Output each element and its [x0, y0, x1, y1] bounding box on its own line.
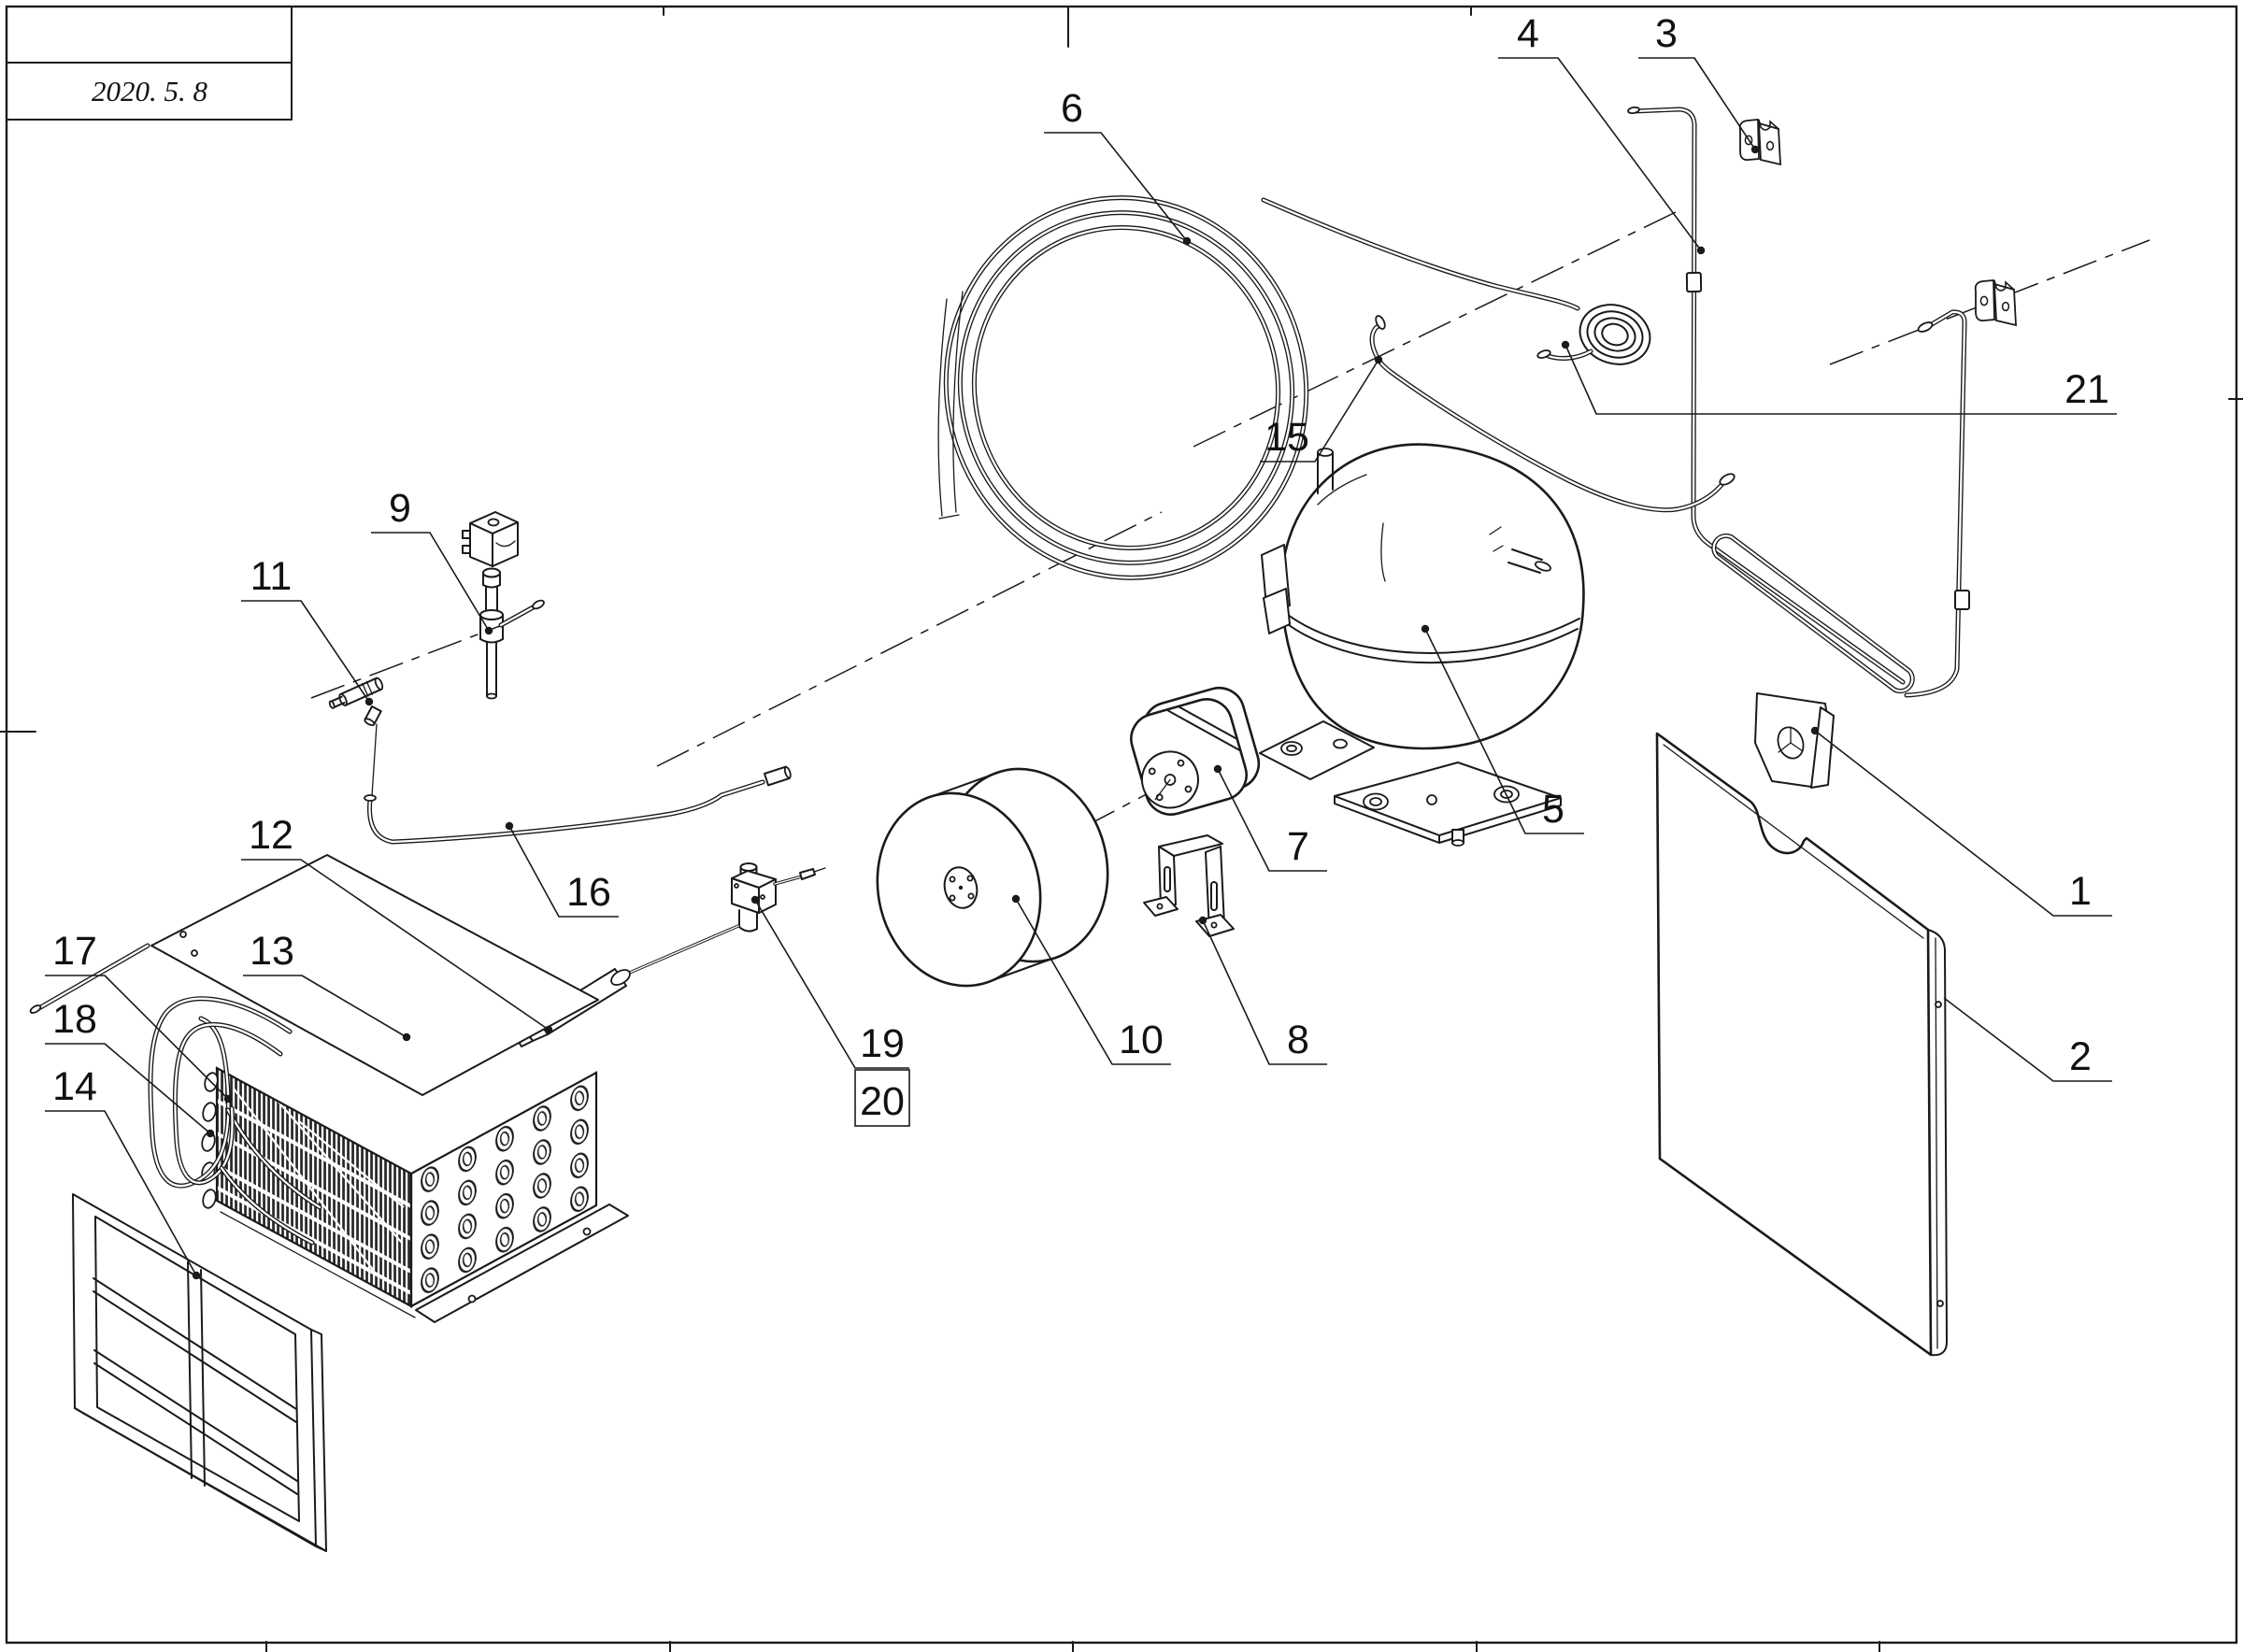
callout-15: 15: [1260, 355, 1383, 463]
part-condenser: [150, 854, 629, 1323]
callout-16: 16: [505, 821, 619, 918]
callout-2: 2: [1943, 997, 2112, 1082]
part-suction-tube: [1372, 315, 1736, 510]
svg-text:9: 9: [389, 486, 411, 531]
svg-text:18: 18: [52, 997, 97, 1042]
callout-3: 3: [1638, 11, 1760, 154]
callout-11: 11: [241, 554, 374, 706]
part-condenser-inlet-tube: [29, 946, 320, 1207]
svg-text:15: 15: [1264, 415, 1309, 460]
tube-joint-sleeve: [1954, 590, 1970, 610]
svg-text:21: 21: [2064, 367, 2109, 412]
tube-joint-sleeve: [1685, 271, 1703, 293]
condenser-top-plate: [150, 854, 599, 1096]
callout-9: 9: [371, 486, 493, 635]
svg-text:17: 17: [52, 929, 97, 974]
svg-text:6: 6: [1061, 86, 1083, 131]
svg-text:4: 4: [1517, 11, 1539, 56]
svg-text:20: 20: [860, 1079, 905, 1124]
callout-8: 8: [1198, 916, 1327, 1065]
part-fan-blade: [876, 767, 1109, 988]
part-tube-frame: [1627, 106, 1970, 695]
svg-text:14: 14: [52, 1064, 97, 1109]
compressor-shell: [1279, 443, 1585, 750]
part-process-tube: [364, 765, 792, 842]
svg-text:13: 13: [250, 929, 294, 974]
part-condenser-coil: [937, 195, 1578, 580]
svg-text:10: 10: [1119, 1018, 1164, 1062]
part-corner-bracket: [1754, 692, 1835, 789]
border-frame: [0, 5, 2243, 1652]
callout-6: 6: [1044, 86, 1192, 246]
callouts: 1 2 3 4 5 6 7: [45, 11, 2117, 1280]
callout-14: 14: [45, 1064, 201, 1280]
svg-text:16: 16: [566, 870, 611, 915]
part-fan-motor: [1130, 686, 1261, 816]
callout-1: 1: [1810, 726, 2112, 917]
part-air-filter: [72, 1193, 327, 1552]
callout-13: 13: [243, 929, 411, 1042]
svg-text:2: 2: [2069, 1034, 2092, 1079]
callout-10: 10: [1011, 894, 1171, 1065]
part-thermostat-valve: [462, 511, 545, 700]
svg-text:3: 3: [1655, 11, 1678, 56]
svg-text:19: 19: [860, 1021, 905, 1066]
callout-12: 12: [241, 813, 553, 1034]
callout-21: 21: [1561, 340, 2117, 415]
svg-text:7: 7: [1287, 824, 1309, 869]
svg-text:5: 5: [1542, 787, 1564, 832]
sheet-date: 2020. 5. 8: [92, 75, 208, 107]
svg-text:1: 1: [2069, 869, 2092, 914]
part-solenoid-valve: [731, 862, 826, 933]
callout-19-20: 19 20: [750, 895, 910, 1127]
part-discharge-spiral: [1579, 304, 1651, 365]
svg-text:8: 8: [1287, 1018, 1309, 1062]
callout-4: 4: [1498, 11, 1706, 255]
part-back-panel: [1655, 732, 1948, 1357]
part-discharge-elbow: [1536, 349, 1591, 360]
callout-7: 7: [1213, 764, 1327, 872]
part-hinge-top: [1738, 119, 1781, 165]
part-hinge-right: [1974, 279, 2017, 326]
part-motor-bracket: [1143, 834, 1235, 937]
compressor-side-stub: [1489, 526, 1552, 574]
callout-18: 18: [45, 997, 215, 1138]
svg-text:12: 12: [249, 813, 293, 858]
part-tube-connector: [328, 676, 384, 797]
callout-5: 5: [1421, 624, 1584, 834]
svg-text:11: 11: [250, 554, 293, 599]
callout-17: 17: [45, 929, 233, 1104]
part-compressor: [1259, 443, 1585, 847]
title-block: 2020. 5. 8: [6, 6, 293, 121]
